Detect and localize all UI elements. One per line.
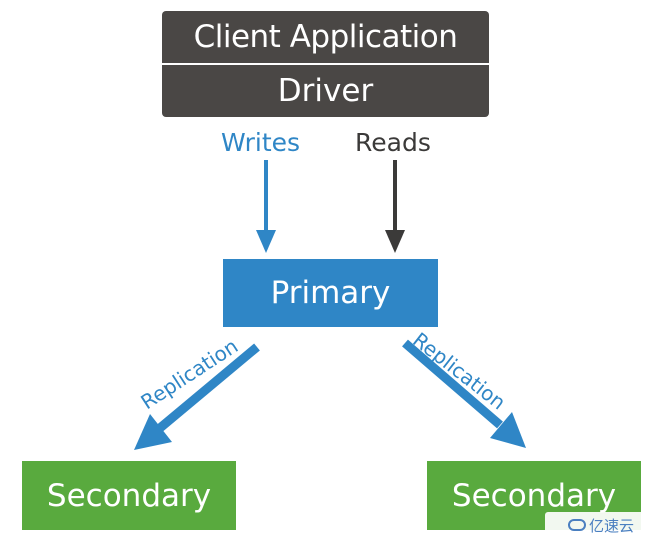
watermark-text: 亿速云: [588, 516, 634, 535]
writes-arrow: [256, 160, 276, 253]
client-application-box: Client Application: [162, 11, 489, 63]
replication-left-arrow: [134, 343, 260, 450]
reads-arrow: [385, 160, 405, 253]
cloud-logo-icon: [567, 519, 586, 531]
secondary-left-label: Secondary: [46, 477, 212, 514]
writes-label: Writes: [221, 128, 301, 157]
driver-label: Driver: [277, 73, 374, 109]
client-application-label: Client Application: [193, 19, 458, 55]
secondary-left-box: Secondary: [22, 461, 236, 530]
primary-box: Primary: [223, 259, 438, 327]
driver-box: Driver: [162, 65, 489, 117]
primary-label: Primary: [270, 275, 391, 311]
reads-label: Reads: [355, 128, 431, 157]
secondary-right-label: Secondary: [451, 477, 617, 514]
replication-right-arrow: [402, 339, 526, 448]
watermark: 亿速云: [545, 512, 657, 538]
